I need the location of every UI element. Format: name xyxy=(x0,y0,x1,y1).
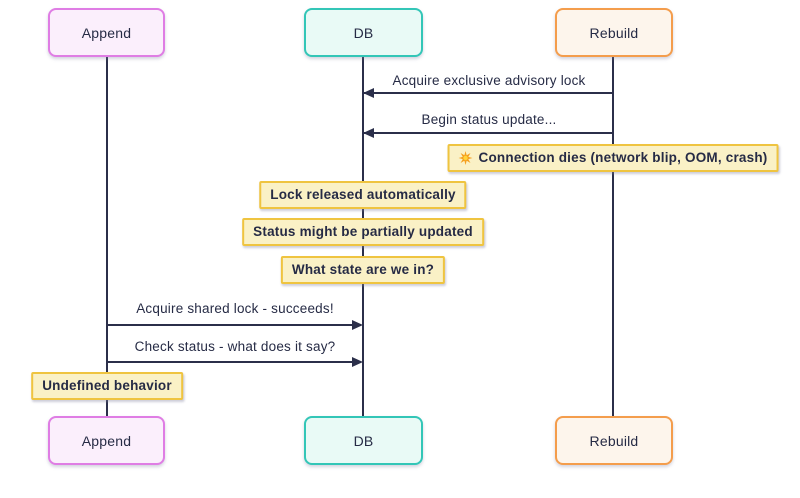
actor-rebuild-top: Rebuild xyxy=(555,8,673,57)
note-status-partial: Status might be partially updated xyxy=(242,218,484,246)
message-line xyxy=(107,361,352,363)
message-line xyxy=(364,92,613,94)
message-label: Acquire shared lock - succeeds! xyxy=(136,301,334,316)
actor-append-top: Append xyxy=(48,8,165,57)
actor-label: Append xyxy=(81,24,132,41)
actor-db-bottom: DB xyxy=(304,416,423,465)
actor-rebuild-bottom: Rebuild xyxy=(555,416,673,465)
actor-label: Rebuild xyxy=(589,24,639,41)
message-label: Check status - what does it say? xyxy=(134,339,336,354)
note-what-state: What state are we in? xyxy=(280,256,446,284)
actor-label: Append xyxy=(81,432,132,449)
lifeline-append xyxy=(106,57,108,417)
message-line xyxy=(364,132,613,134)
note-connection-dies: Connection dies (network blip, OOM, cras… xyxy=(447,144,779,172)
actor-append-bottom: Append xyxy=(48,416,165,465)
collision-icon xyxy=(458,151,473,165)
note-label: Undefined behavior xyxy=(42,378,172,393)
note-label: Lock released automatically xyxy=(270,187,456,202)
message-label: Begin status update... xyxy=(421,112,557,127)
arrowhead-left-icon xyxy=(363,88,374,98)
actor-label: DB xyxy=(353,24,374,41)
lifeline-rebuild xyxy=(612,57,614,417)
message-label: Acquire exclusive advisory lock xyxy=(392,73,586,88)
note-undefined-behavior: Undefined behavior xyxy=(31,372,183,400)
arrowhead-right-icon xyxy=(352,320,363,330)
actor-db-top: DB xyxy=(304,8,423,57)
note-lock-released: Lock released automatically xyxy=(259,181,467,209)
arrowhead-right-icon xyxy=(352,357,363,367)
arrowhead-left-icon xyxy=(363,128,374,138)
actor-label: DB xyxy=(353,432,374,449)
note-label: What state are we in? xyxy=(291,262,435,277)
note-label: Status might be partially updated xyxy=(253,224,473,239)
message-line xyxy=(107,324,352,326)
actor-label: Rebuild xyxy=(589,432,639,449)
note-label: Connection dies (network blip, OOM, cras… xyxy=(478,150,768,165)
